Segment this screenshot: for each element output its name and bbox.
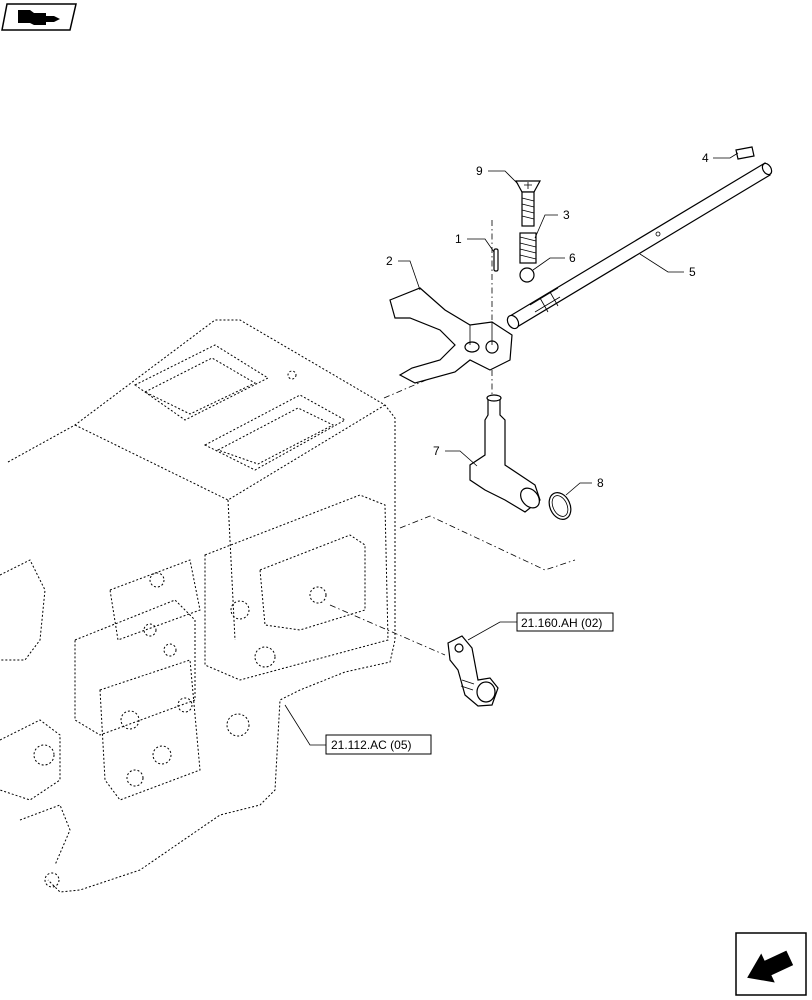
callout-6: 6 <box>569 251 576 265</box>
reference-a-text: 21.160.AH (02) <box>521 616 602 630</box>
leader-lines <box>284 152 739 746</box>
callout-labels: 1 2 3 4 5 6 7 8 9 <box>386 151 709 490</box>
ball-part <box>519 267 535 283</box>
callout-5: 5 <box>689 265 696 279</box>
shift-rod-part <box>506 162 773 330</box>
spring-part <box>519 232 537 264</box>
callout-7: 7 <box>433 444 440 458</box>
callout-1: 1 <box>455 232 462 246</box>
book-arrow-icon[interactable] <box>1 3 77 31</box>
callout-8: 8 <box>597 476 604 490</box>
reference-box-b[interactable]: 21.112.AC (05) <box>325 734 432 755</box>
reference-b-text: 21.112.AC (05) <box>331 738 412 752</box>
reference-box-a[interactable]: 21.160.AH (02) <box>516 612 614 632</box>
transmission-housing <box>0 319 396 893</box>
shift-fork-part <box>389 287 513 384</box>
o-ring-part <box>548 492 572 520</box>
callout-3: 3 <box>563 208 570 222</box>
pin-part <box>493 248 499 272</box>
callout-2: 2 <box>386 254 393 268</box>
screw-part <box>514 180 542 227</box>
shift-shaft-part <box>469 394 541 513</box>
lever-assembly-part <box>447 635 499 707</box>
assembly-guide-lines <box>329 220 576 656</box>
roll-pin-part <box>735 146 755 160</box>
callout-4: 4 <box>702 151 709 165</box>
callout-9: 9 <box>476 164 483 178</box>
next-page-arrow-icon[interactable] <box>735 932 807 996</box>
